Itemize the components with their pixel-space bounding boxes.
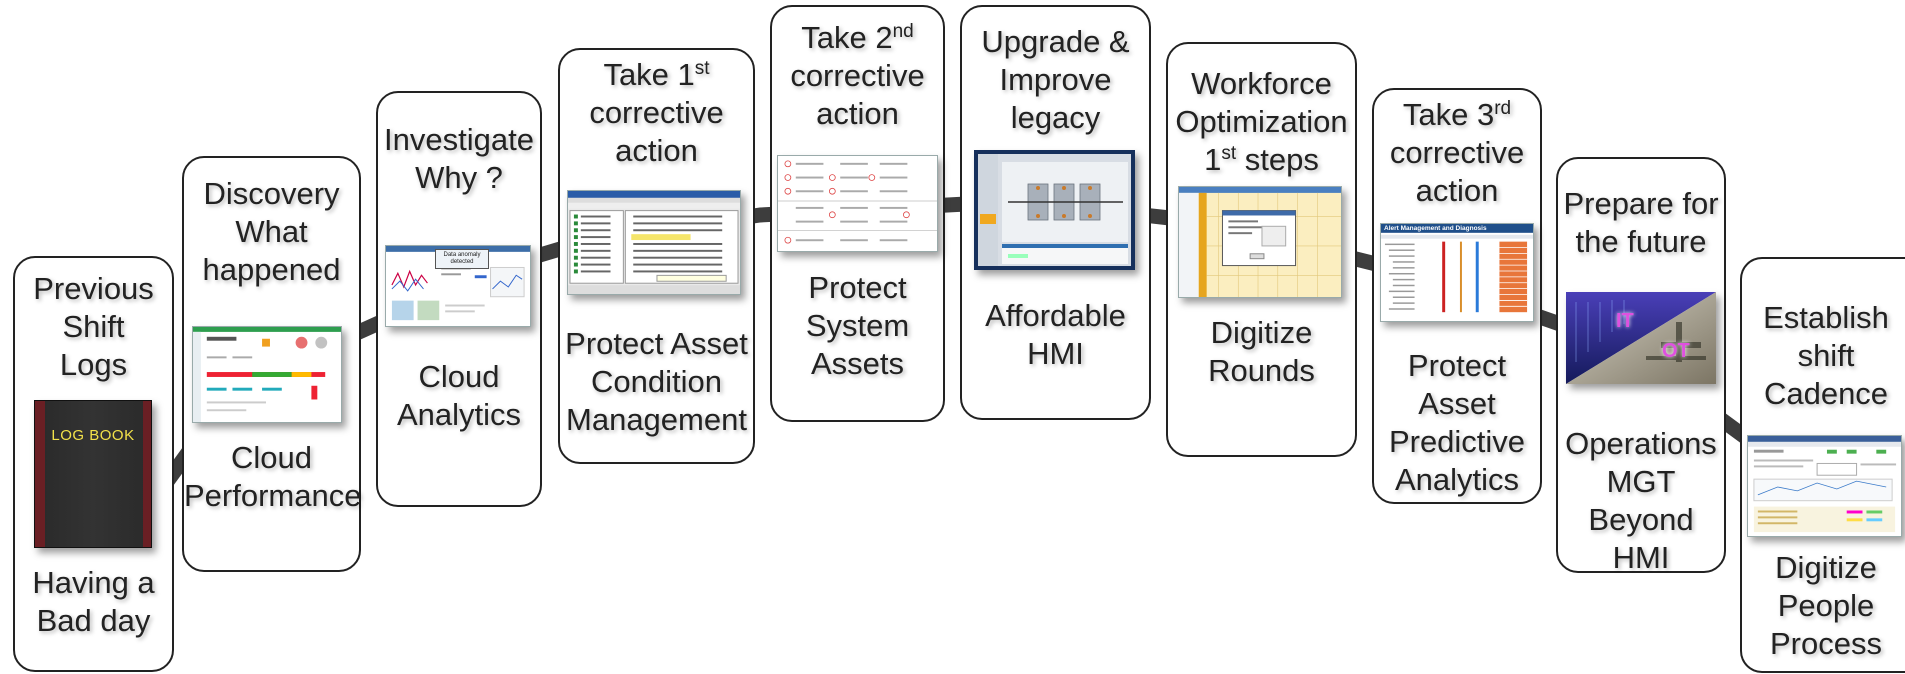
- alert-management-title: Alert Management and Diagnosis: [1384, 225, 1487, 232]
- stage-title: Previous Shift Logs: [33, 271, 154, 382]
- stage-title: Take 2nd corrective action: [790, 20, 925, 131]
- stage-subtitle: Digitize Rounds: [1208, 315, 1315, 388]
- shift-dashboard-screenshot: [1747, 435, 1902, 537]
- alert-management-screenshot: Alert Management and Diagnosis: [1380, 223, 1534, 322]
- stage-subtitle: Cloud Performance: [184, 440, 362, 513]
- dashboard-screenshot: [192, 326, 342, 423]
- hmi-screenshot: [974, 150, 1135, 270]
- stage-title: Discovery What happened: [202, 176, 341, 287]
- stage-title: Establish shift Cadence: [1763, 300, 1889, 411]
- stage-subtitle: Protect System Assets: [805, 270, 910, 381]
- stage-subtitle: Operations MGT Beyond HMI: [1565, 426, 1717, 575]
- stage-title: Take 3rd corrective action: [1389, 97, 1525, 208]
- stage-subtitle: Protect Asset Condition Management: [565, 326, 748, 437]
- condition-manager-screenshot: [567, 190, 741, 295]
- analytics-screenshot: Data anomaly detected: [385, 245, 531, 327]
- stage-title: Take 1st corrective action: [589, 57, 724, 168]
- log-book-image: LOG BOOK: [34, 400, 152, 548]
- stage-title: Investigate Why ?: [384, 122, 534, 195]
- stage-subtitle: Having a Bad day: [32, 565, 155, 638]
- stage-title: Workforce Optimization 1st steps: [1175, 66, 1348, 177]
- stage-title: Prepare for the future: [1563, 186, 1719, 259]
- stage-subtitle: Cloud Analytics: [396, 359, 522, 432]
- system-assets-screenshot: [777, 155, 938, 252]
- rounds-screenshot: [1178, 186, 1342, 298]
- stage-subtitle: Digitize People Process: [1770, 550, 1882, 661]
- it-label: IT: [1616, 310, 1634, 332]
- stage-card: Investigate Why ? Cloud Analytics: [376, 91, 542, 507]
- stage-subtitle: Protect Asset Predictive Analytics: [1388, 348, 1526, 497]
- it-ot-image: IT OT: [1566, 292, 1716, 384]
- stage-subtitle: Affordable HMI: [985, 298, 1126, 371]
- log-book-title: LOG BOOK: [51, 427, 135, 444]
- stage-title: Upgrade & Improve legacy: [981, 24, 1130, 135]
- ot-label: OT: [1662, 340, 1690, 362]
- anomaly-callout: Data anomaly detected: [435, 249, 489, 269]
